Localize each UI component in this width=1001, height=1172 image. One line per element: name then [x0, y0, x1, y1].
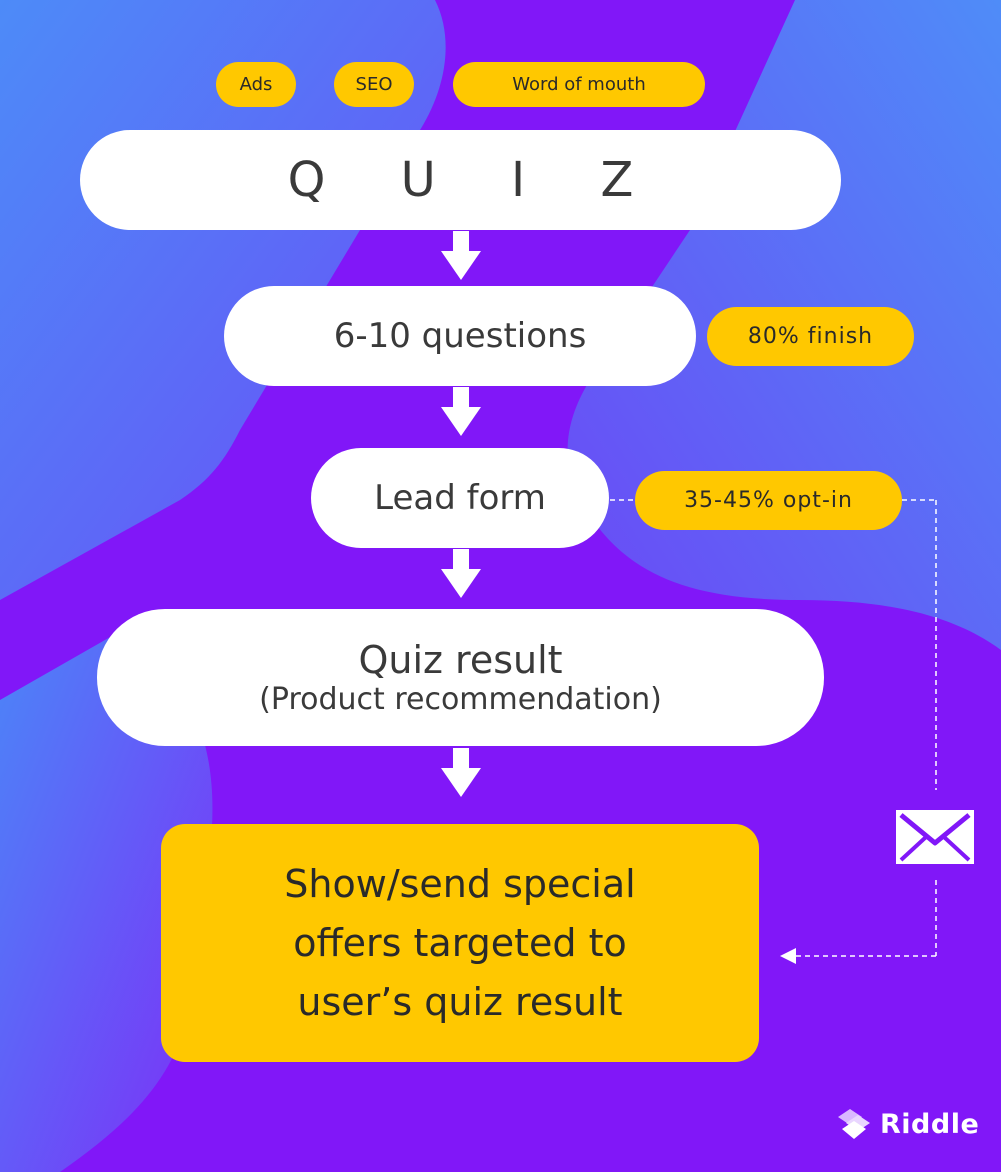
riddle-logo: Riddle [832, 1104, 982, 1144]
optin-rate-pill: 35-45% opt-in [635, 471, 902, 530]
mail-icon [896, 810, 974, 864]
down-arrow-icon [441, 231, 481, 280]
lead-form-label: Lead form [374, 478, 546, 518]
result-subtitle: (Product recommendation) [259, 681, 662, 717]
quiz-result-box: Quiz result (Product recommendation) [97, 609, 824, 746]
offers-line: user’s quiz result [297, 979, 623, 1024]
down-arrow-icon [441, 748, 481, 797]
questions-box: 6-10 questions [224, 286, 696, 386]
lead-form-box: Lead form [311, 448, 609, 548]
tag-ads: Ads [216, 62, 296, 107]
questions-label: 6-10 questions [333, 316, 587, 356]
down-arrow-icon [441, 549, 481, 598]
arrowhead-icon [780, 948, 796, 964]
tag-seo: SEO [334, 62, 414, 107]
riddle-logo-icon [838, 1109, 870, 1139]
brand-name: Riddle [880, 1108, 980, 1140]
quiz-box: Q U I Z [80, 130, 841, 230]
quiz-label: Q U I Z [287, 152, 664, 208]
offers-line: Show/send special [284, 861, 636, 906]
offers-line: offers targeted to [293, 920, 627, 965]
down-arrow-icon [441, 387, 481, 436]
tag-word-of-mouth: Word of mouth [453, 62, 705, 107]
finish-rate-pill: 80% finish [707, 307, 914, 366]
special-offers-box: Show/send special offers targeted to use… [161, 824, 759, 1062]
result-title: Quiz result [358, 637, 563, 682]
